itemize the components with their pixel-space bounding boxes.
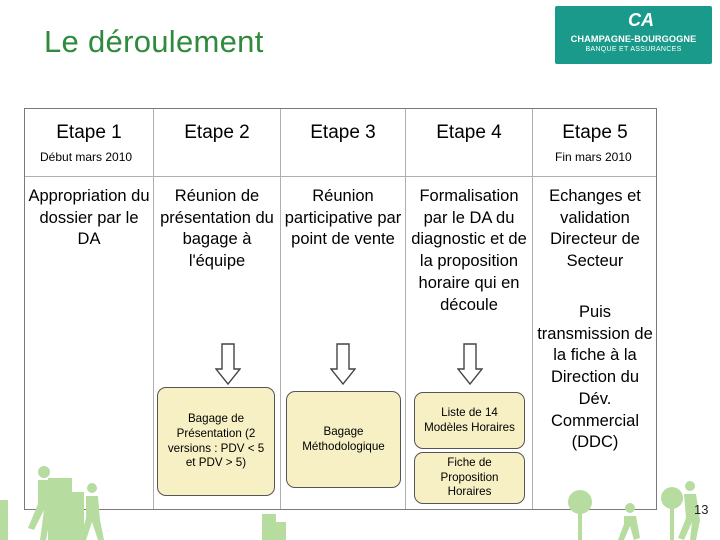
- step-5-description: Echanges et validation Directeur de Sect…: [549, 187, 641, 271]
- page-number: 13: [694, 502, 709, 517]
- header-divider: [25, 176, 656, 177]
- step-2-description: Réunion de présentation du bagage à l'éq…: [160, 187, 274, 271]
- logo-name: CHAMPAGNE-BOURGOGNE: [570, 34, 697, 44]
- column-divider: [153, 109, 154, 509]
- step-1-header: Etape 1: [56, 122, 122, 143]
- down-arrow-icon: [457, 343, 483, 385]
- logo-subtitle: BANQUE ET ASSURANCES: [585, 46, 682, 53]
- down-arrow-icon: [330, 343, 356, 385]
- deliverable-schedule-models: Liste de 14 Modèles Horaires: [414, 392, 525, 449]
- bank-logo: CA CHAMPAGNE-BOURGOGNE BANQUE ET ASSURAN…: [555, 6, 712, 64]
- step-5-header: Etape 5: [562, 122, 628, 143]
- slide-title: Le déroulement: [44, 24, 264, 59]
- deliverable-proposal-sheet: Fiche de Proposition Horaires: [414, 452, 525, 504]
- timeline-table: [24, 108, 657, 510]
- logo-mark: CA: [628, 10, 654, 30]
- column-divider: [280, 109, 281, 509]
- step-2-header: Etape 2: [184, 122, 250, 143]
- step-4-description: Formalisation par le DA du diagnostic et…: [411, 187, 527, 314]
- column-divider: [405, 109, 406, 509]
- step-4-header: Etape 4: [436, 122, 502, 143]
- start-date: Début mars 2010: [40, 150, 133, 164]
- step-3-description: Réunion participative par point de vente: [284, 187, 402, 249]
- step-1-description: Appropriation du dossier par le DA: [28, 187, 150, 249]
- column-divider: [532, 109, 533, 509]
- deliverable-presentation-bagage: Bagage de Présentation (2 versions : PDV…: [157, 387, 275, 496]
- step-3-header: Etape 3: [310, 122, 376, 143]
- deliverable-methodological-bagage: Bagage Méthodologique: [286, 391, 401, 488]
- step-5-note: Puis transmission de la fiche à la Direc…: [537, 303, 653, 452]
- down-arrow-icon: [215, 343, 241, 385]
- end-date: Fin mars 2010: [555, 150, 632, 164]
